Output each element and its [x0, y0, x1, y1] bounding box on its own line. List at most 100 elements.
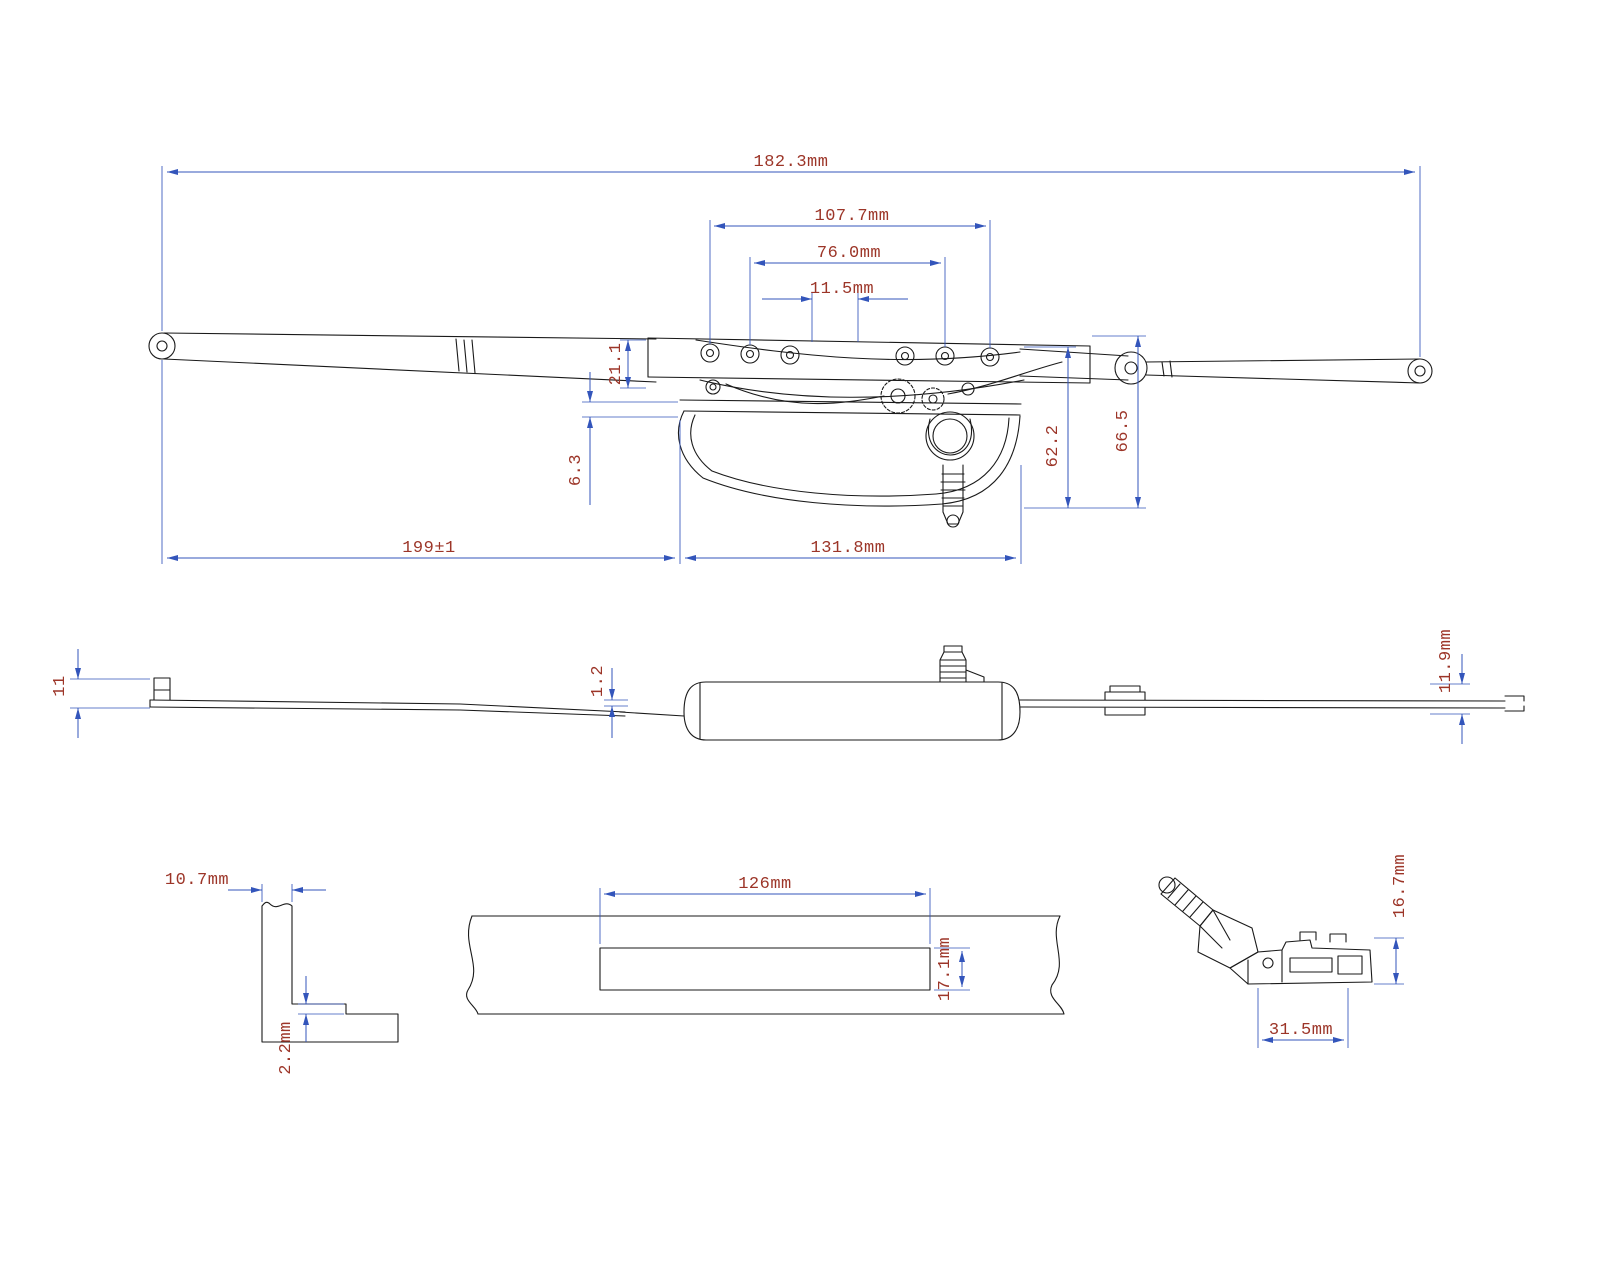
screw-hole: [980, 347, 1000, 367]
extension-lines: [811, 293, 859, 342]
cover-outer-profile: [677, 410, 1021, 507]
right-arm-pivot-boss: [1114, 351, 1148, 385]
spindle-cap: [943, 645, 963, 653]
dim-hole-span-inner: 11.5mm: [762, 280, 908, 342]
gear-small-hub: [928, 394, 938, 404]
dim-text-plate-thickness: 1.2: [589, 665, 608, 697]
arm-top-line: [1019, 699, 1506, 702]
dim-text-slot-width: 17.1mm: [936, 937, 955, 1001]
bracket-hole: [1262, 957, 1274, 969]
clip-outline: [153, 677, 171, 701]
right-link-top-edge: [1019, 348, 1129, 357]
right-arm-top-edge: [1145, 358, 1421, 363]
extension-lines: [161, 360, 1022, 564]
extension-lines: [261, 884, 293, 902]
extension-lines: [70, 678, 150, 709]
gearbox-detail: 16.7mm 31.5mm: [1158, 854, 1410, 1048]
worm-shaft-outline: [942, 464, 964, 525]
dim-text-cover-length: 131.8mm: [811, 539, 886, 558]
screw-holes: [700, 343, 1000, 396]
side-right-arm: [1019, 685, 1525, 716]
dim-text-gearbox-height: 16.7mm: [1391, 854, 1410, 918]
cover-inner-profile: [690, 414, 1010, 497]
side-mounting-clip: [153, 677, 171, 701]
dim-text-flange-width: 10.7mm: [165, 871, 229, 890]
dim-gearbox-base-width: 31.5mm: [1257, 988, 1349, 1048]
section-profile: [261, 901, 399, 1043]
dim-text-hole-span-mid: 76.0mm: [817, 244, 881, 263]
dim-cover-length: 131.8mm: [685, 539, 1016, 561]
body-outline: [683, 681, 1021, 741]
spindle-boss-outer: [925, 411, 975, 461]
screw-hole-center: [900, 351, 910, 361]
slot-detail: 126mm 17.1mm: [466, 875, 1065, 1015]
gear-train: [725, 361, 1063, 414]
housing-cover: [677, 399, 1022, 507]
screw-hole-center: [940, 351, 950, 361]
cover-flange-line: [679, 399, 1022, 405]
extension-lines: [1257, 988, 1349, 1048]
spindle-boss-shroud: [927, 418, 973, 456]
left-arm-top-edge: [163, 332, 657, 340]
worm-tip: [946, 514, 960, 528]
bracket-tabs: [1299, 931, 1347, 943]
spindle-knurl-lines: [939, 659, 967, 679]
dim-text-left-arm-span: 199±1: [402, 539, 456, 558]
pivot-rivet: [961, 382, 975, 396]
mounting-track: [647, 337, 1091, 398]
plate-outline: [466, 915, 1065, 1015]
side-spindle: [939, 645, 985, 683]
extension-lines: [298, 1003, 344, 1015]
dim-slot-width: 17.1mm: [934, 937, 970, 1001]
track-top-edge: [647, 337, 1091, 347]
dim-flange-width: 10.7mm: [165, 871, 326, 902]
dim-body-depth: 62.2: [1024, 346, 1146, 509]
right-arm-bottom-edge: [1145, 374, 1421, 384]
dim-text-clip-height: 11: [51, 675, 70, 696]
dim-track-offset: 21.1: [607, 339, 646, 389]
gear-small: [921, 387, 945, 411]
extension-lines: [709, 220, 991, 348]
pivot-rivet: [705, 379, 721, 395]
dim-text-step-thickness: 2.2mm: [277, 1021, 296, 1075]
left-arm-end-cap: [148, 332, 176, 360]
extension-lines: [599, 888, 931, 944]
dim-text-overall-depth: 66.5: [1114, 410, 1133, 453]
side-left-arm: [149, 699, 685, 717]
dim-text-slot-length: 126mm: [738, 875, 792, 894]
pivot-rivet-center: [709, 383, 717, 391]
right-arm-pivot-hole: [1124, 361, 1138, 375]
dim-hole-span-mid: 76.0mm: [749, 244, 946, 347]
extension-lines: [161, 166, 1421, 357]
dim-text-side-overall-height: 11.9mm: [1437, 629, 1456, 693]
section-detail: 10.7mm 2.2mm: [165, 871, 399, 1075]
dim-text-hole-span-outer: 107.7mm: [815, 207, 890, 226]
left-arm-bottom-edge: [163, 358, 657, 383]
screw-hole: [895, 346, 915, 366]
dim-overall-width: 182.3mm: [161, 153, 1421, 357]
gear-housing: [1197, 909, 1259, 969]
scissor-link-left: [725, 383, 885, 405]
dim-hole-span-outer: 107.7mm: [709, 207, 991, 348]
plate-left-break-line: [466, 915, 479, 1015]
extension-lines: [1374, 937, 1404, 985]
screw-hole-center: [985, 352, 995, 362]
side-view: 11 1.2 11.9mm: [51, 629, 1525, 744]
slot-cutout: [599, 947, 931, 991]
dim-left-arm-span: 199±1: [161, 360, 1022, 564]
spindle-outline: [939, 651, 967, 683]
screw-hole: [700, 343, 720, 363]
dim-text-overall-width: 182.3mm: [754, 153, 829, 172]
top-view: 182.3mm 107.7mm 76.0mm 11.5mm 21.1: [148, 153, 1433, 564]
bracket-detail-lines: [1247, 949, 1283, 985]
screw-hole-center: [705, 348, 715, 358]
dim-side-overall-height: 11.9mm: [1430, 629, 1470, 744]
right-arm: [1019, 348, 1433, 385]
dim-gearbox-height: 16.7mm: [1374, 854, 1410, 985]
screw-hole: [780, 345, 800, 365]
screw-hole-center: [745, 349, 755, 359]
dim-text-body-depth: 62.2: [1044, 425, 1063, 468]
mounting-bracket: [1229, 939, 1373, 985]
